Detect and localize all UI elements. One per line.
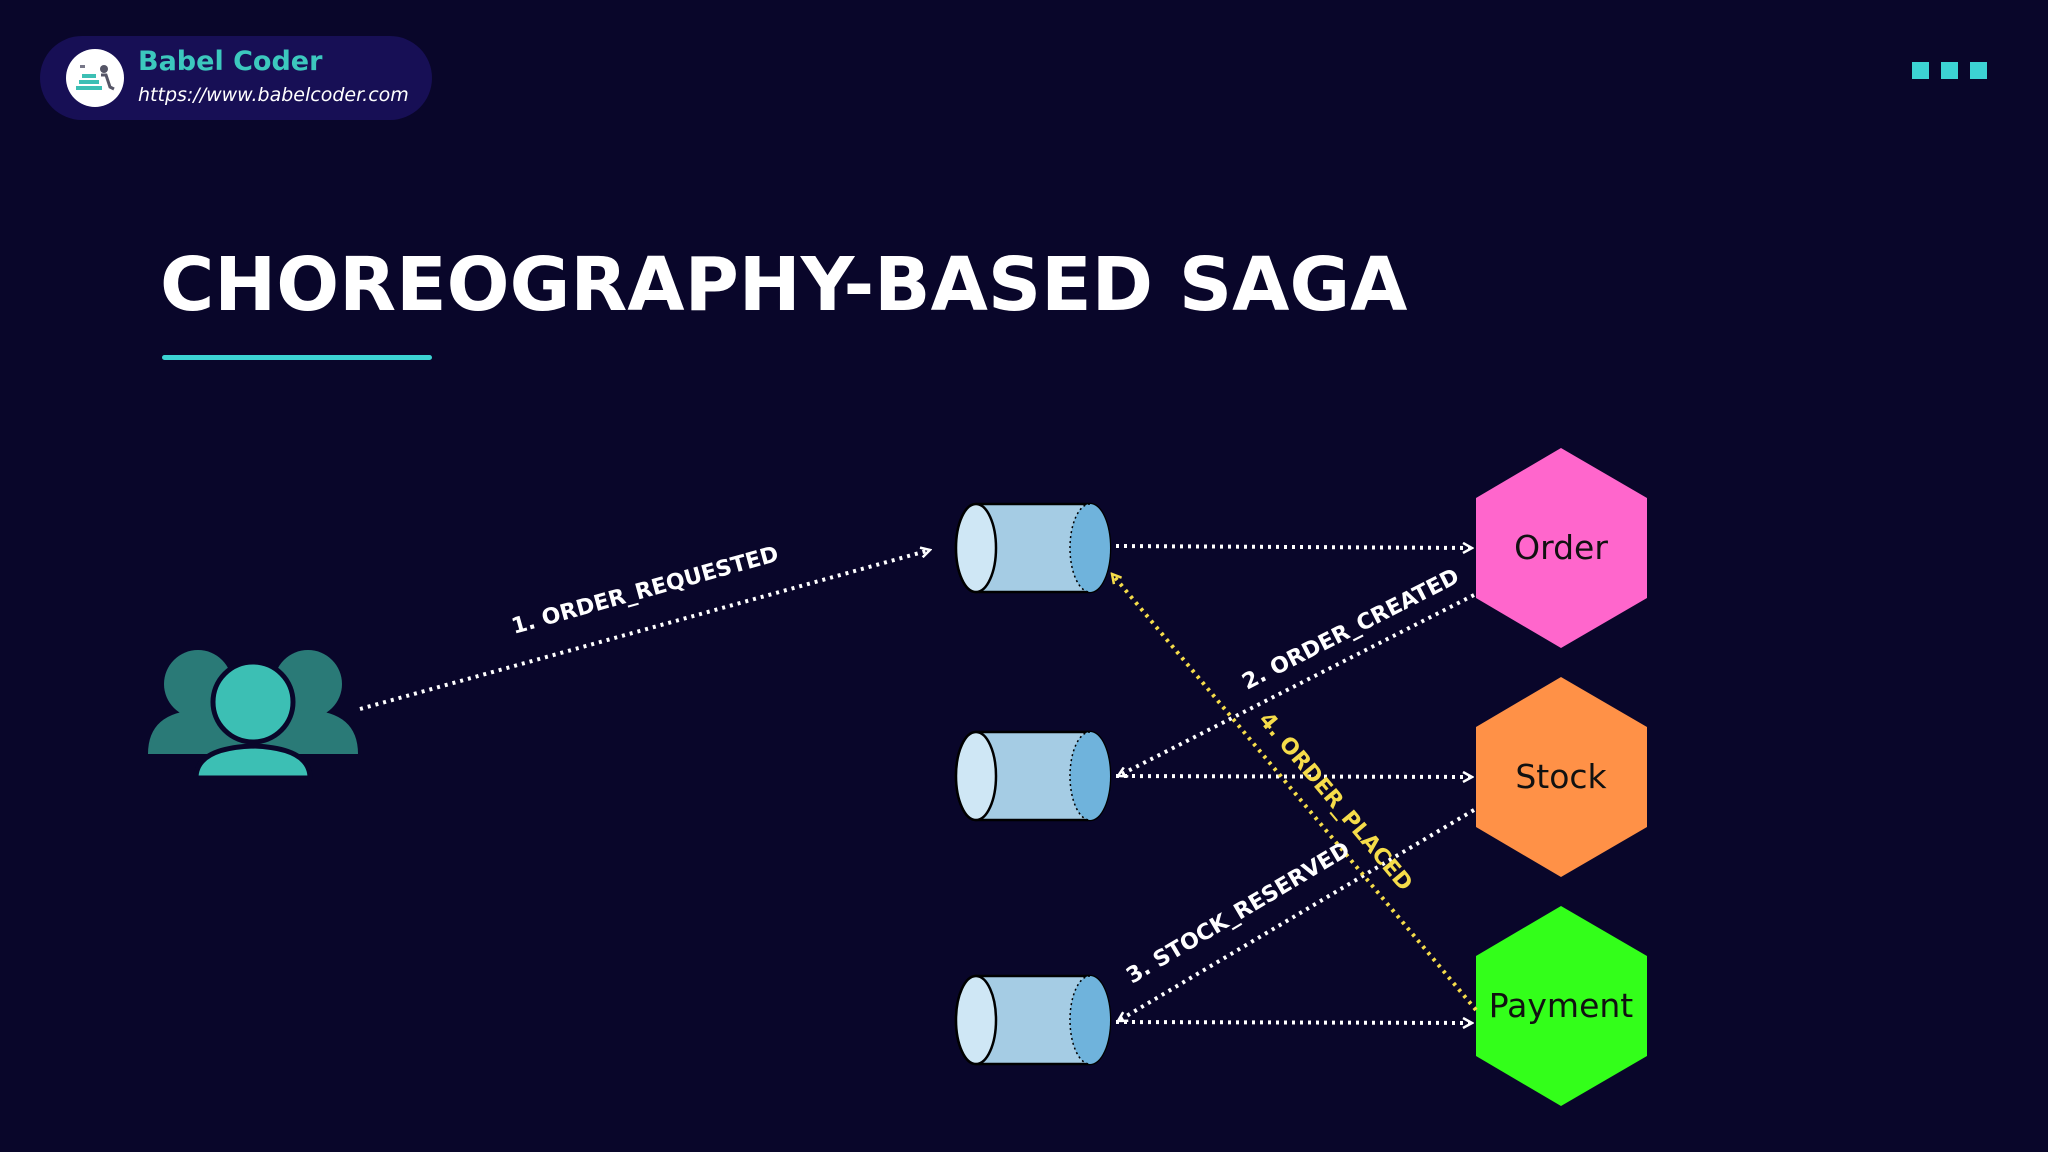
title-underline <box>162 355 432 360</box>
arrow-order-to-queue2 <box>1118 593 1475 778</box>
event-label-order-requested: 1. ORDER_REQUESTED <box>509 542 782 640</box>
menu-dots-icon[interactable] <box>1912 62 1988 80</box>
arrow-actor-to-queue1 <box>359 550 930 711</box>
slide-title: CHOREOGRAPHY-BASED SAGA <box>160 242 1408 328</box>
arrow-queue3-to-payment <box>1115 1022 1472 1023</box>
service-payment-label: Payment <box>1489 986 1634 1025</box>
brand-badge[interactable]: Babel Coder https://www.babelcoder.com <box>40 36 432 120</box>
event-label-order-created: 2. ORDER_CREATED <box>1238 564 1463 695</box>
arrow-stock-to-queue3 <box>1118 808 1476 1023</box>
event-label-stock-reserved: 3. STOCK_RESERVED <box>1122 837 1354 989</box>
service-order-label: Order <box>1514 528 1608 567</box>
queue-3 <box>954 974 1112 1066</box>
arrow-payment-to-queue1 <box>1112 574 1478 1012</box>
brand-url[interactable]: https://www.babelcoder.com <box>138 84 409 106</box>
queue-2 <box>954 730 1112 822</box>
brand-name: Babel Coder <box>138 46 323 77</box>
arrow-queue2-to-stock <box>1115 776 1472 777</box>
service-order: Order <box>1476 448 1647 648</box>
service-stock-label: Stock <box>1515 757 1607 796</box>
arrow-queue1-to-order <box>1115 546 1472 548</box>
service-stock: Stock <box>1476 677 1647 877</box>
service-payment: Payment <box>1476 906 1647 1106</box>
queue-1 <box>954 502 1112 594</box>
users-group-icon <box>148 650 358 781</box>
babel-coder-logo <box>66 49 124 107</box>
